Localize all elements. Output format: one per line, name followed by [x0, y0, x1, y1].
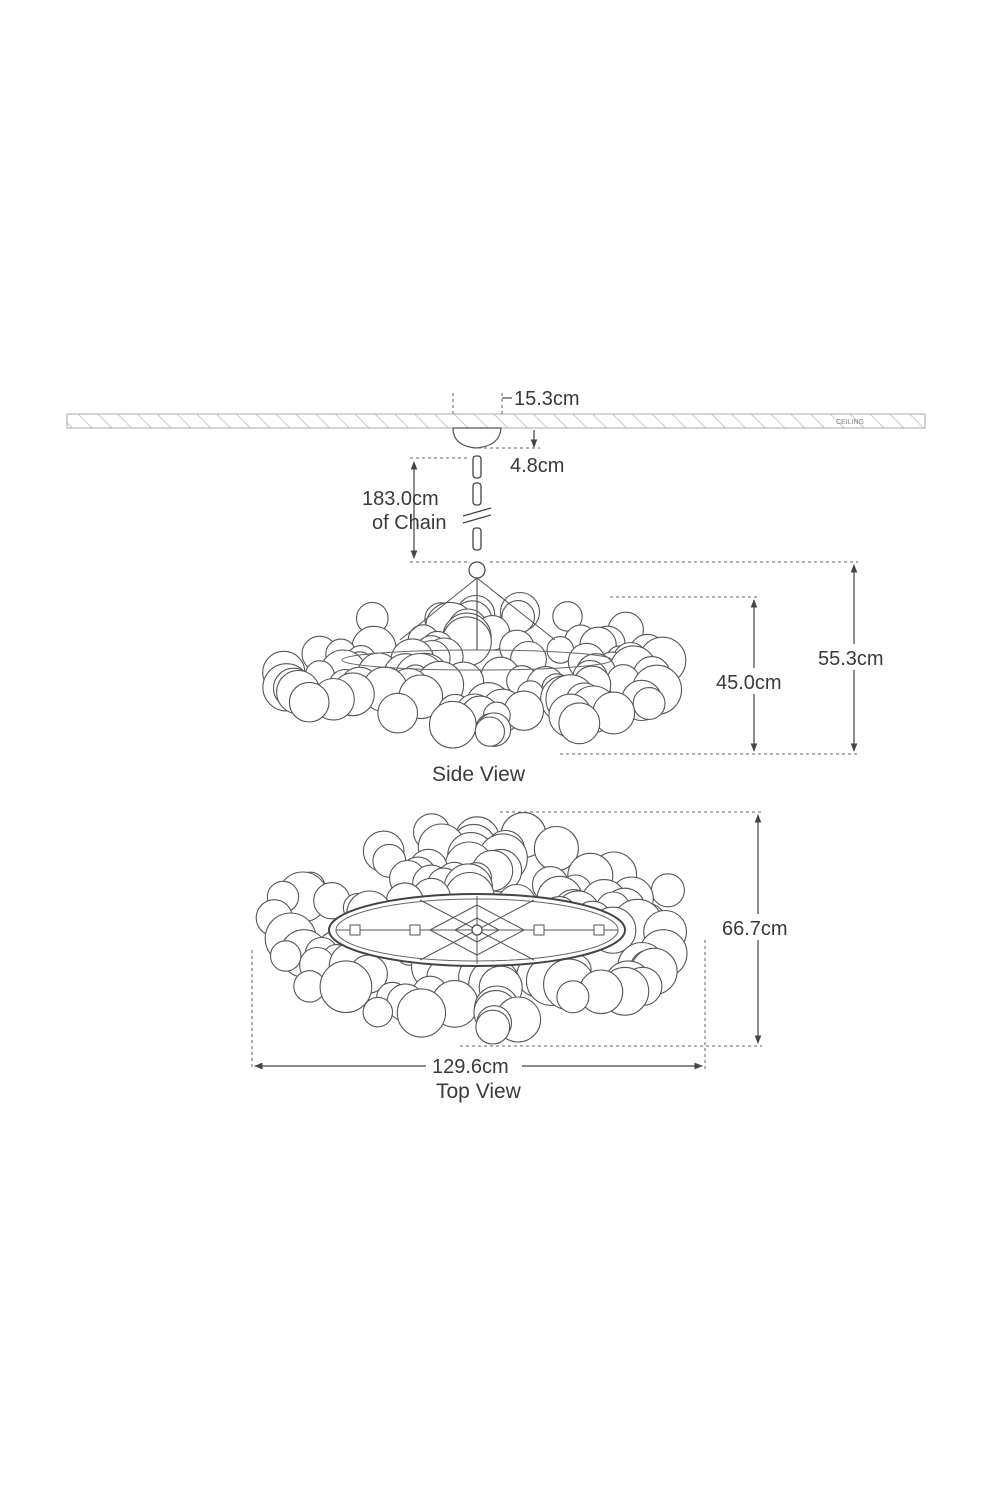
glass-globe — [428, 700, 477, 749]
glass-globe — [396, 988, 447, 1038]
canopy-height-label: 4.8cm — [510, 455, 564, 477]
side-view-globes — [262, 591, 687, 749]
glass-globe — [556, 980, 590, 1014]
side-view-dimensions: 45.0cm 55.3cm — [490, 561, 895, 755]
glass-globe — [377, 692, 419, 734]
glass-globe — [288, 681, 330, 723]
canopy: 15.3cm 4.8cm — [452, 388, 580, 477]
top-view-fixture — [255, 812, 688, 1045]
chain: 183.0cm of Chain — [362, 455, 492, 579]
ceiling-label: CEILING — [836, 419, 864, 426]
top-view-label: Top View — [436, 1080, 522, 1103]
glass-globe — [558, 702, 601, 745]
chain-unit-label: of Chain — [372, 512, 447, 534]
depth-label: 66.7cm — [722, 918, 788, 940]
canopy-width-label: 15.3cm — [514, 388, 580, 410]
glass-globe — [475, 1009, 511, 1045]
glass-globe — [632, 687, 666, 720]
glass-globe — [362, 996, 394, 1028]
top-view-dimensions: 66.7cm 129.6cm — [251, 811, 798, 1078]
top-view-frame — [328, 893, 626, 967]
side-view-fixture — [262, 577, 687, 749]
overall-height-label: 55.3cm — [818, 648, 884, 670]
glass-globe — [319, 960, 373, 1014]
glass-globe — [650, 873, 685, 908]
glass-globe — [269, 940, 302, 972]
glass-globe — [552, 601, 583, 632]
width-label: 129.6cm — [432, 1056, 509, 1078]
fixture-height-label: 45.0cm — [716, 672, 782, 694]
ceiling: CEILING — [66, 413, 926, 429]
side-view-label: Side View — [432, 763, 526, 786]
glass-globe — [474, 716, 506, 747]
chain-length-label: 183.0cm — [362, 488, 439, 510]
